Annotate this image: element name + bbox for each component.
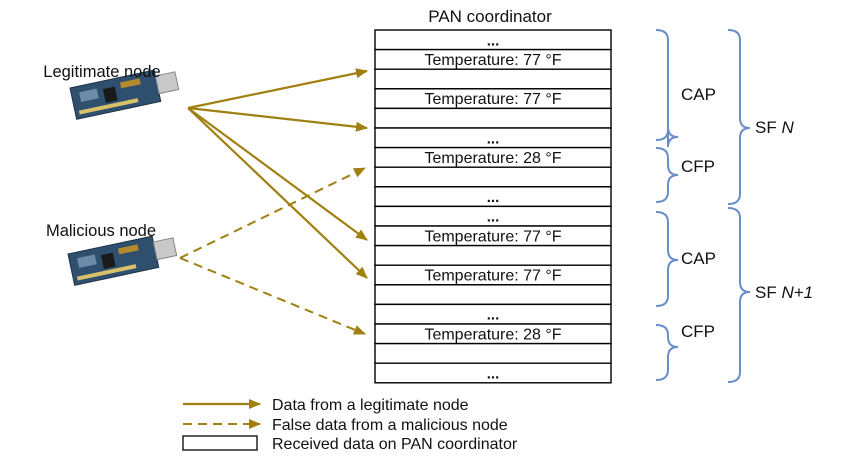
coordinator-cell — [374, 284, 612, 306]
coordinator-stack: ... Temperature: 77 °F Temperature: 77 °F.… — [374, 29, 612, 384]
legitimate-arrows — [187, 68, 368, 279]
cfp-label-2: CFP — [681, 322, 715, 341]
coordinator-cell-text: Temperature: 77 °F — [424, 52, 561, 69]
malicious-node-label: Malicious node — [46, 222, 156, 240]
coordinator-cell-text: ... — [487, 32, 500, 49]
coordinator-cell — [374, 362, 612, 384]
sf-label-1: SF N — [755, 118, 794, 137]
legit-arrow-3 — [187, 107, 368, 241]
malicious-arrow-2 — [179, 257, 366, 335]
legend-box-icon — [182, 435, 258, 451]
coordinator-cell-text: ... — [487, 209, 500, 226]
legend-solid-label: Data from a legitimate node — [272, 397, 469, 414]
malicious-arrows — [179, 167, 366, 335]
legend-box-label: Received data on PAN coordinator — [272, 436, 518, 453]
coordinator-cell — [374, 244, 612, 266]
malicious-arrow-1 — [179, 167, 366, 259]
coordinator-cell-text: ... — [487, 307, 500, 324]
legitimate-node-label: Legitimate node — [43, 63, 160, 81]
sf-bracket-1 — [727, 29, 751, 205]
coordinator-cell — [374, 342, 612, 364]
period-brackets — [655, 29, 679, 381]
sf-bracket-2 — [727, 207, 751, 383]
pan-coordinator-title: PAN coordinator — [428, 7, 552, 26]
cfp-label-1: CFP — [681, 157, 715, 176]
legit-arrow-4 — [187, 107, 368, 279]
coordinator-cell-text: ... — [487, 366, 500, 383]
coordinator-cell-text: Temperature: 77 °F — [424, 228, 561, 245]
cap-label-2: CAP — [681, 249, 716, 268]
coordinator-cell-text: Temperature: 28 °F — [424, 150, 561, 167]
malicious-node-device-icon — [67, 235, 178, 286]
legitimate-node-device-icon — [69, 69, 180, 120]
coordinator-cell-text: Temperature: 77 °F — [424, 91, 561, 108]
coordinator-cell-text: Temperature: 77 °F — [424, 268, 561, 285]
coordinator-cell — [374, 107, 612, 129]
coordinator-cell-text: Temperature: 28 °F — [424, 326, 561, 343]
superframe-brackets — [727, 29, 751, 383]
coordinator-cell-text: ... — [487, 189, 500, 206]
cfp-bracket-2 — [655, 324, 679, 381]
coordinator-cell — [374, 68, 612, 90]
coordinator-cell — [374, 166, 612, 188]
legit-arrow-2 — [187, 106, 368, 132]
coordinator-cell-text: ... — [487, 130, 500, 147]
legit-arrow-1 — [187, 68, 368, 110]
sf-label-2: SF N+1 — [755, 283, 813, 302]
cap-bracket-1 — [655, 29, 679, 148]
cfp-bracket-1 — [655, 147, 679, 203]
cap-bracket-2 — [655, 211, 679, 307]
legend-dashed-label: False data from a malicious node — [272, 417, 508, 434]
cap-label-1: CAP — [681, 85, 716, 104]
legend: Data from a legitimate node False data f… — [182, 397, 518, 453]
